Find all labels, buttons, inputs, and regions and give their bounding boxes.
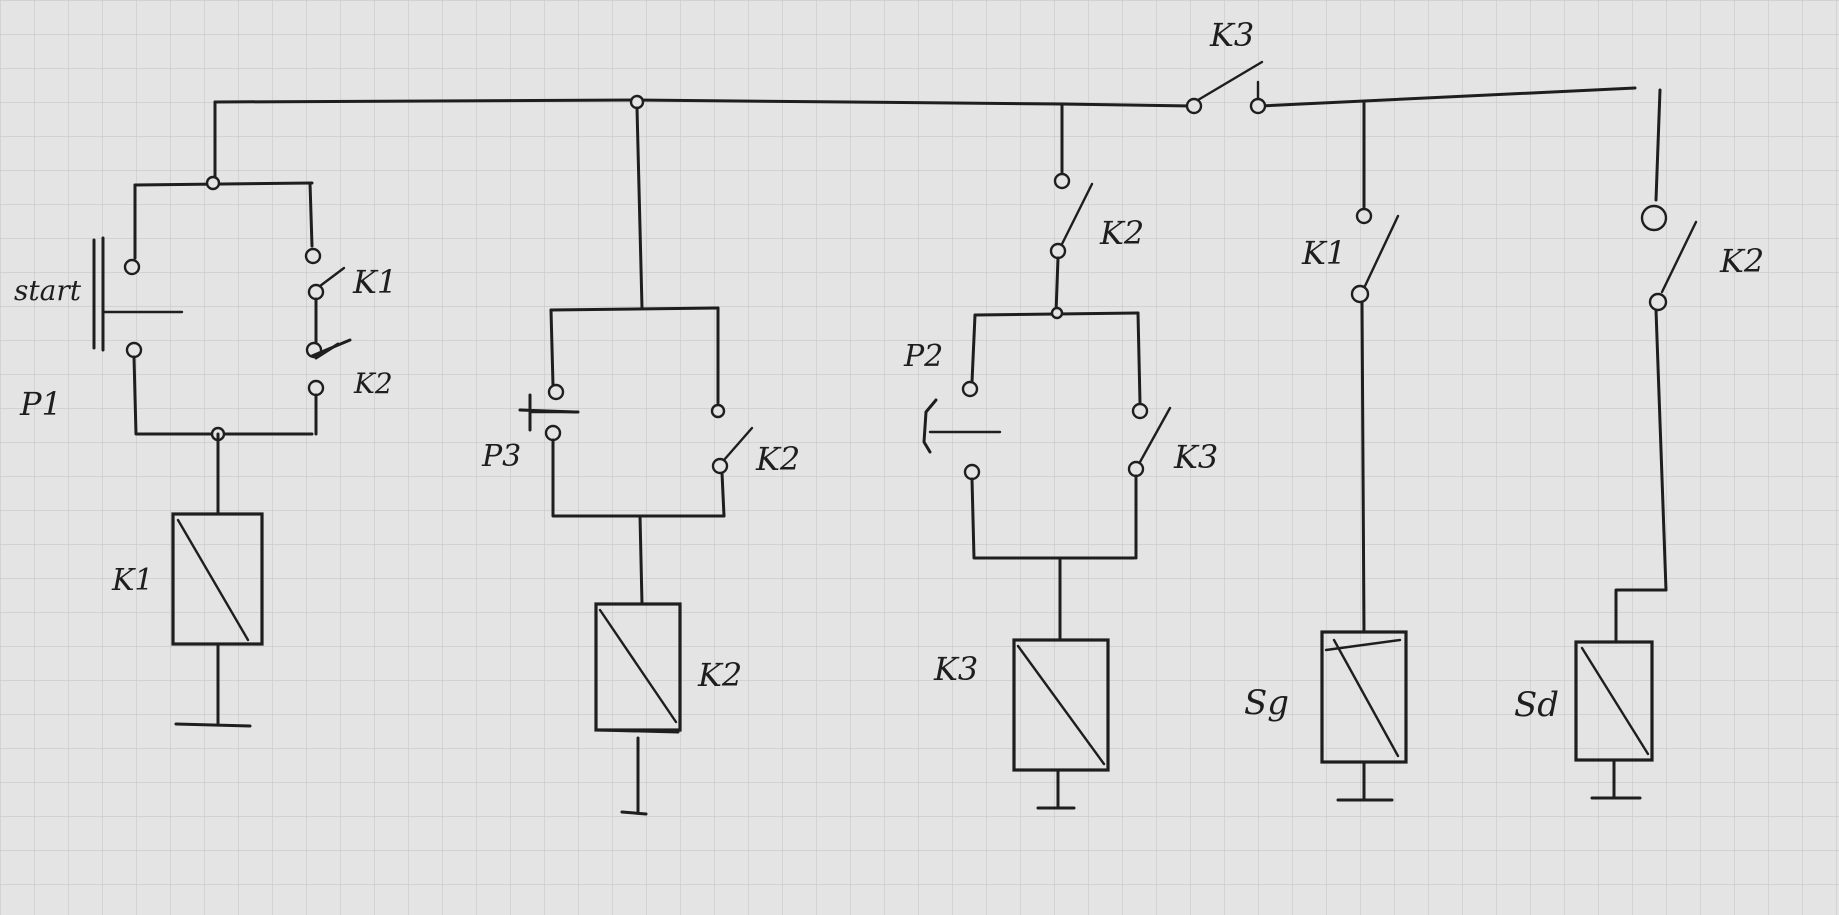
k2-contact-rung1-label: K2 [353,367,393,400]
sd-coil-label: Sd [1514,685,1559,725]
rung-4 [1320,100,1408,802]
ground-5 [1590,758,1642,800]
ground-3 [1036,768,1076,810]
start-button [92,236,105,352]
k2-contact-rung1 [310,338,352,360]
p2-button [922,398,938,454]
k1-contact-rung4 [1363,214,1400,288]
k1-contact-label: K1 [352,263,397,301]
p2-label: P2 [903,339,943,374]
rung-3 [922,102,1172,810]
rung-5 [1574,88,1698,800]
k3-main-contact [1185,60,1267,115]
k2-contact-rung2-label: K2 [755,440,800,478]
k3-main-label: K3 [1209,16,1254,54]
p3-label: P3 [481,439,521,474]
rung-1 [92,175,352,728]
k2-contact-rung3-label: K2 [1099,214,1144,252]
start-terminal-top [123,258,141,276]
start-label: start [14,274,82,307]
ground-4 [1336,760,1394,802]
k3-contact-rung3 [1138,406,1172,464]
k2-contact-rung2 [722,426,754,462]
start-terminal-bottom [125,341,143,359]
k2-contact-rung5-label: K2 [1719,242,1764,280]
k3-coil-label: K3 [933,650,978,688]
k1-contact-rung1 [318,266,346,288]
k3-contact-label: K3 [1173,438,1218,476]
p1-label: P1 [19,385,62,423]
sg-coil-label: Sg [1244,683,1289,723]
k1-coil-label: K1 [111,563,154,598]
k2-contact-rung5 [1660,220,1698,294]
k2-coil-label: K2 [697,656,742,694]
top-rail [213,86,1637,184]
ground-1 [174,642,252,728]
k3-coil [1012,638,1110,772]
rung-2 [518,106,754,816]
k1-contact-rung4-label: K1 [1301,234,1346,272]
ground-2 [620,736,648,816]
k2-contact-rung3 [1060,182,1094,246]
